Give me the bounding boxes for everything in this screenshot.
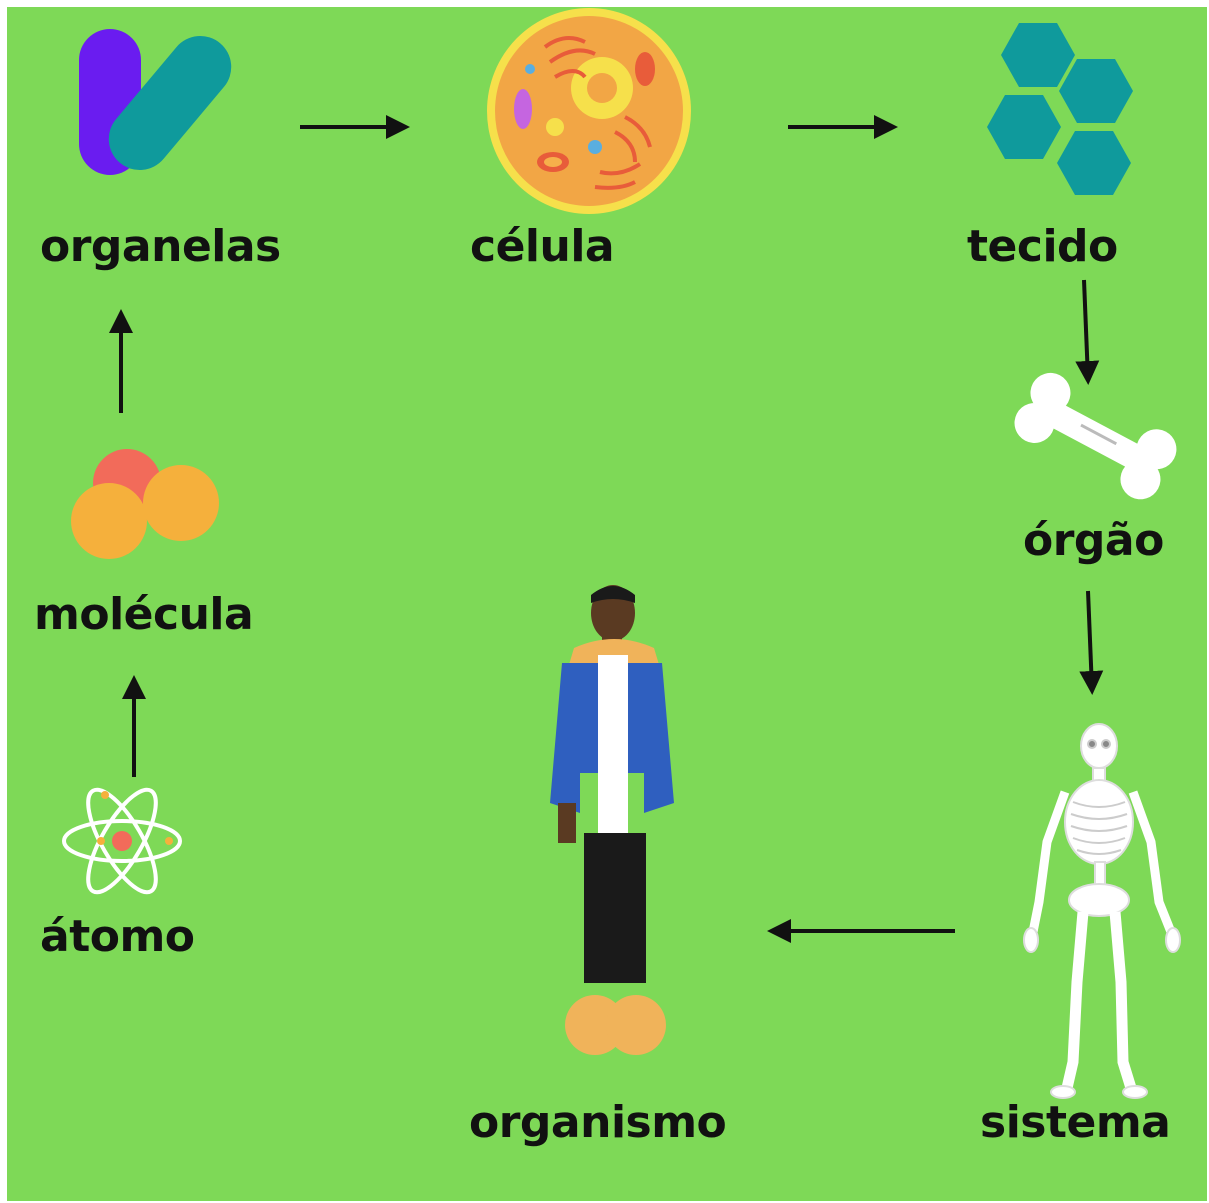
tissue-hexagons-icon xyxy=(985,19,1141,199)
molecule-icon xyxy=(69,445,229,565)
node-label-orgao: órgão xyxy=(1023,519,1164,563)
arrow-tecido-orgao xyxy=(1084,280,1088,379)
node-label-atomo: átomo xyxy=(40,915,195,959)
node-label-organelas: organelas xyxy=(40,225,281,269)
organelles-icon xyxy=(77,25,237,185)
cell-icon xyxy=(485,7,693,217)
node-label-celula: célula xyxy=(470,225,614,269)
node-label-organismo: organismo xyxy=(469,1101,726,1145)
diagram-canvas: organelas célula tecido órgão molécula á… xyxy=(7,7,1207,1201)
node-label-sistema: sistema xyxy=(980,1101,1170,1145)
atom-icon xyxy=(57,781,187,901)
node-label-tecido: tecido xyxy=(967,225,1118,269)
arrow-orgao-sistema xyxy=(1088,591,1092,689)
skeleton-icon xyxy=(1017,722,1187,1102)
person-icon xyxy=(522,583,697,1063)
bone-icon xyxy=(1007,367,1183,507)
node-label-molecula: molécula xyxy=(34,593,253,637)
